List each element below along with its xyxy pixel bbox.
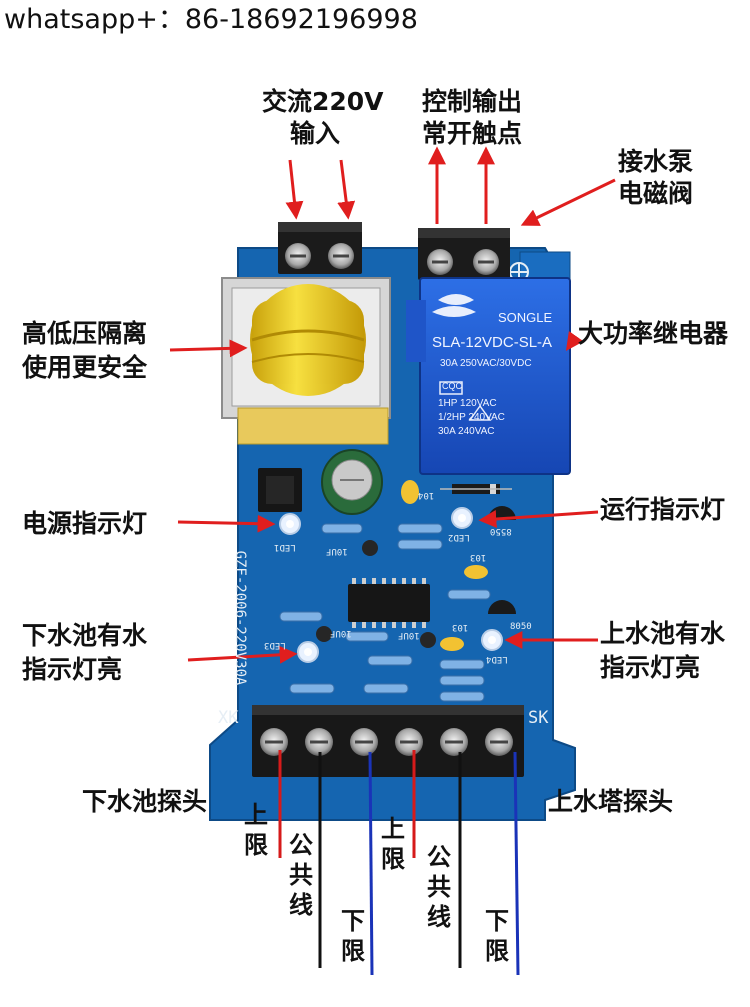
arrow-isolation	[169, 339, 248, 358]
isolation-label-line2: 使用更安全	[22, 353, 148, 382]
bridge-rectifier	[258, 468, 302, 512]
cap-10uf-1-silkscreen: 10UF	[326, 546, 348, 556]
relay-brand: SONGLE	[498, 310, 553, 325]
cap-10uf-2-silkscreen: 10UF	[330, 628, 352, 638]
common-left-label: 公共线	[289, 831, 313, 919]
small-capacitor	[316, 626, 332, 642]
arrow-ac-input-right	[337, 159, 356, 220]
arrow-power-led	[177, 514, 276, 533]
cap-103a-silkscreen: 103	[470, 552, 487, 562]
upper-limit-right-label: 上限	[381, 815, 405, 873]
led-power	[279, 513, 301, 535]
diode	[440, 484, 512, 494]
relay-spec-1: 1HP 120VAC	[438, 398, 497, 409]
relay-rating: 30A 250VAC/30VDC	[440, 358, 532, 369]
xk-silkscreen: XK	[218, 708, 239, 728]
relay-spec-2: 1/2HP 240VAC	[438, 412, 505, 423]
led4-silkscreen: LED4	[486, 654, 508, 664]
probe-terminal-block	[252, 705, 524, 777]
lower-pool-led-label-line2: 指示灯亮	[22, 655, 123, 684]
lower-probe-label: 下水池探头	[82, 787, 208, 816]
arrow-run-led	[478, 510, 599, 528]
ceramic-capacitor	[401, 480, 419, 504]
pump-valve-label-line2: 电磁阀	[618, 179, 694, 208]
led3-silkscreen: LED3	[264, 640, 286, 650]
control-output-terminal	[418, 228, 510, 280]
wire-lower-limit-left	[368, 751, 374, 976]
ac-input-label-line1: 交流220V	[262, 87, 384, 116]
upper-probe-label: 上水塔探头	[548, 787, 674, 816]
probe-wires	[278, 750, 520, 976]
ic-chip	[348, 578, 430, 628]
relay-model: SLA-12VDC-SL-A	[432, 334, 553, 351]
control-output-label-line1: 控制输出	[422, 87, 523, 116]
led-upper-pool	[481, 629, 503, 651]
cap-103b-silkscreen: 103	[452, 622, 469, 632]
arrow-pump-valve	[520, 178, 616, 226]
cap-104-silkscreen: 104	[418, 490, 435, 500]
common-right-label: 公共线	[427, 843, 451, 931]
wire-lower-limit-right	[513, 751, 520, 976]
power-relay	[406, 277, 571, 475]
transistor-8050-silkscreen: 8050	[510, 622, 532, 632]
ac-input-label-line2: 输入	[290, 119, 341, 148]
upper-pool-led-label-line2: 指示灯亮	[600, 653, 701, 682]
lower-limit-left-label: 下限	[341, 907, 365, 965]
transistor-8550-silkscreen: 8550	[490, 526, 512, 536]
small-capacitor	[420, 632, 436, 648]
led2-silkscreen: LED2	[448, 532, 470, 542]
run-led-label: 运行指示灯	[600, 495, 726, 524]
pump-valve-label-line1: 接水泵	[618, 147, 694, 176]
upper-limit-left-label: 上限	[244, 801, 268, 859]
isolation-label-line1: 高低压隔离	[22, 319, 148, 348]
relay-cert: CQC	[442, 381, 462, 391]
sk-silkscreen: SK	[528, 708, 549, 728]
electrolytic-capacitor	[321, 449, 383, 515]
lower-pool-led-label-line1: 下水池有水	[22, 621, 148, 650]
watermark-text: whatsapp+：86-18692196998	[4, 4, 418, 35]
small-capacitor	[362, 540, 378, 556]
power-led-label: 电源指示灯	[22, 509, 148, 538]
cap-10uf-3-silkscreen: 10UF	[398, 630, 420, 640]
resistors	[279, 523, 491, 702]
annotation-arrows	[169, 146, 616, 664]
led1-silkscreen: LED1	[274, 542, 296, 552]
isolation-transformer	[221, 277, 391, 445]
relay-label: 大功率继电器	[578, 319, 729, 348]
arrow-ac-input-left	[285, 159, 304, 220]
ac-input-terminal	[278, 222, 362, 274]
ceramic-capacitor	[464, 565, 488, 579]
upper-pool-led-label-line1: 上水池有水	[600, 619, 726, 648]
relay-spec-3: 30A 240VAC	[438, 426, 495, 437]
arrow-relay	[565, 331, 584, 351]
lower-limit-right-label: 下限	[485, 907, 509, 965]
transistor	[488, 600, 516, 614]
arrow-lower-pool-led	[187, 645, 298, 664]
control-output-label-line2: 常开触点	[422, 119, 523, 148]
ceramic-capacitor	[440, 637, 464, 651]
led-lower-pool	[297, 641, 319, 663]
led-run	[451, 507, 473, 529]
board-model-silkscreen: GZF-2006-220V30A	[232, 550, 248, 686]
